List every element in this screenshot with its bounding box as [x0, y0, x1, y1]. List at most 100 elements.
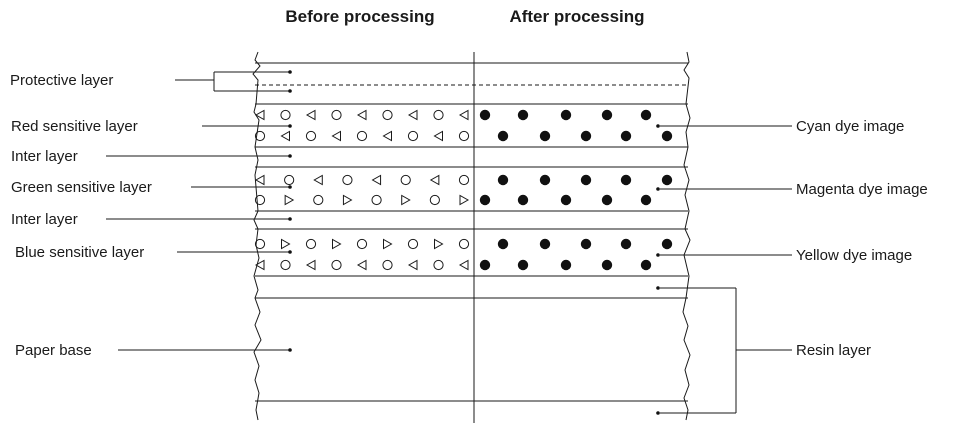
- dye-dot: [539, 174, 551, 186]
- label-yellow-dye-image: Yellow dye image: [796, 247, 912, 264]
- green-layer-grains-row-1: [254, 174, 470, 186]
- label-red-sensitive-layer: Red sensitive layer: [11, 118, 138, 135]
- dye-dot: [560, 194, 572, 206]
- dye-dot: [661, 238, 673, 250]
- dye-dot: [517, 194, 529, 206]
- dye-dot: [661, 174, 673, 186]
- coupler-triangle-right: [459, 194, 470, 206]
- coupler-triangle-right: [281, 238, 291, 250]
- label-magenta-dye-image: Magenta dye image: [796, 181, 928, 198]
- silver-halide-grain-circle: [407, 130, 419, 142]
- dye-dot: [479, 194, 491, 206]
- silver-halide-grain-circle: [254, 238, 266, 250]
- silver-halide-grain-circle: [382, 109, 393, 121]
- label-protective-layer: Protective layer: [10, 72, 113, 89]
- header-after-processing: After processing: [509, 7, 644, 26]
- silver-halide-grain-circle: [331, 109, 342, 121]
- silver-halide-grain-circle: [382, 259, 393, 271]
- coupler-triangle-left: [433, 130, 443, 142]
- silver-halide-grain-circle: [284, 174, 295, 186]
- yellow-dye-dots-row-2: [479, 259, 652, 271]
- label-inter-layer-1: Inter layer: [11, 148, 78, 165]
- coupler-triangle-left: [280, 130, 290, 142]
- coupler-triangle-left: [313, 174, 323, 186]
- coupler-triangle-left: [254, 259, 265, 271]
- silver-halide-grain-circle: [254, 194, 266, 206]
- cyan-dye-dots-row-1: [479, 109, 652, 121]
- dye-dot: [661, 130, 673, 142]
- right-leaders: [656, 124, 792, 415]
- coupler-triangle-left: [305, 259, 316, 271]
- dye-dot: [539, 238, 551, 250]
- coupler-triangle-left: [305, 109, 316, 121]
- silver-halide-grain-circle: [313, 194, 324, 206]
- dye-dot: [539, 130, 551, 142]
- silver-halide-grain-circle: [458, 174, 470, 186]
- silver-halide-grain-circle: [458, 238, 470, 250]
- silver-halide-grain-circle: [407, 238, 419, 250]
- blue-layer-grains-row-1: [254, 238, 470, 250]
- coupler-triangle-right: [332, 238, 342, 250]
- magenta-dye-dots-row-2: [479, 194, 652, 206]
- silver-halide-grain-circle: [458, 130, 470, 142]
- silver-halide-grain-circle: [356, 238, 368, 250]
- coupler-triangle-left: [356, 259, 367, 271]
- dye-dot: [580, 130, 592, 142]
- coupler-triangle-left: [429, 174, 440, 186]
- layer-boundaries: [255, 62, 688, 402]
- header-before-processing: Before processing: [285, 7, 434, 26]
- dye-dot: [560, 109, 572, 121]
- silver-halide-grain-circle: [356, 130, 368, 142]
- dye-dot: [497, 130, 509, 142]
- silver-halide-grain-circle: [305, 130, 317, 142]
- red-layer-grains-row-2: [254, 130, 470, 142]
- coupler-triangle-left: [371, 174, 382, 186]
- coupler-triangle-right: [383, 238, 393, 250]
- dye-dot: [620, 130, 632, 142]
- coupler-triangle-right: [401, 194, 411, 206]
- coupler-triangle-left: [254, 109, 265, 121]
- right-cut-edge: [682, 51, 691, 421]
- coupler-triangle-left: [458, 259, 469, 271]
- silver-halide-grain-circle: [331, 259, 342, 271]
- dye-dot: [640, 109, 652, 121]
- coupler-triangle-right: [342, 194, 353, 206]
- dye-dot: [479, 259, 491, 271]
- silver-halide-grain-circle: [305, 238, 317, 250]
- coupler-triangle-right: [434, 238, 444, 250]
- green-layer-grains-row-2: [254, 194, 470, 206]
- coupler-triangle-left: [407, 259, 418, 271]
- dye-dot: [560, 259, 572, 271]
- coupler-triangle-left: [382, 130, 392, 142]
- red-layer-grains-row-1: [254, 109, 469, 121]
- dye-dot: [640, 194, 652, 206]
- dye-dot: [640, 259, 652, 271]
- silver-halide-grain-circle: [429, 194, 440, 206]
- silver-halide-grain-circle: [342, 174, 353, 186]
- dye-dot: [517, 259, 529, 271]
- label-paper-base: Paper base: [15, 342, 92, 359]
- label-blue-sensitive-layer: Blue sensitive layer: [15, 244, 144, 261]
- dye-dot: [601, 259, 613, 271]
- dye-dot: [517, 109, 529, 121]
- yellow-dye-dots-row-1: [497, 238, 673, 250]
- coupler-triangle-right: [284, 194, 295, 206]
- coupler-triangle-left: [331, 130, 341, 142]
- label-resin-layer: Resin layer: [796, 342, 871, 359]
- dye-dot: [580, 238, 592, 250]
- silver-halide-grain-circle: [280, 259, 291, 271]
- dye-dot: [580, 174, 592, 186]
- label-cyan-dye-image: Cyan dye image: [796, 118, 904, 135]
- silver-halide-grain-circle: [280, 109, 291, 121]
- silver-halide-grain-circle: [433, 109, 444, 121]
- dye-dot: [620, 174, 632, 186]
- dye-dot: [601, 194, 613, 206]
- label-green-sensitive-layer: Green sensitive layer: [11, 179, 152, 196]
- coupler-triangle-left: [356, 109, 367, 121]
- coupler-triangle-left: [407, 109, 418, 121]
- label-inter-layer-2: Inter layer: [11, 211, 78, 228]
- silver-halide-grain-circle: [400, 174, 411, 186]
- dye-dot: [479, 109, 491, 121]
- dye-dot: [497, 174, 509, 186]
